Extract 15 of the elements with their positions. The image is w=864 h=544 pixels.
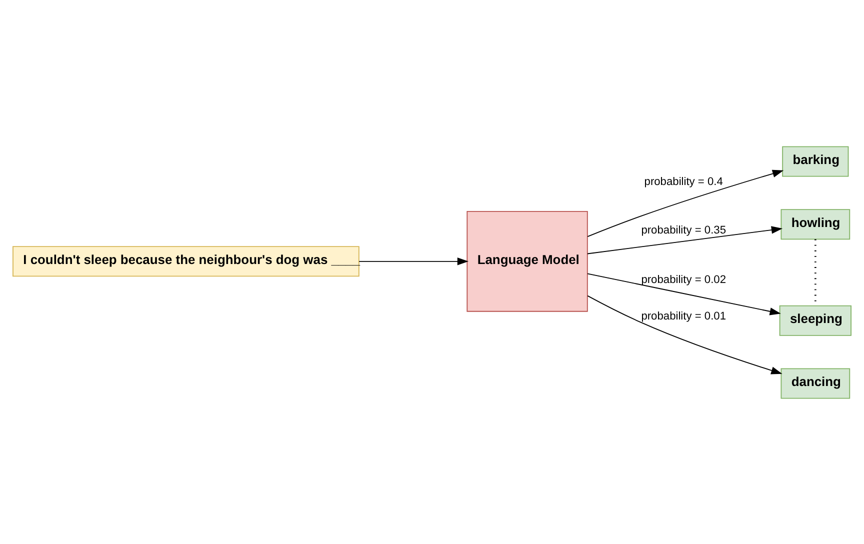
node-box: Language Model: [466, 210, 588, 312]
node-box: I couldn't sleep because the neighbour's dog was ____: [12, 246, 360, 276]
node-box: barking: [782, 146, 849, 176]
node-box: dancing: [780, 368, 850, 398]
node-box: sleeping: [779, 304, 852, 336]
edge-label: probability = 0.35: [641, 224, 726, 236]
edge-label: probability = 0.4: [644, 176, 723, 188]
arrow: [587, 226, 783, 254]
arrow: [358, 257, 468, 265]
edge-label: probability = 0.02: [641, 274, 726, 286]
node-box: howling: [780, 208, 850, 240]
arrow: [587, 294, 782, 374]
edge-label: probability = 0.01: [641, 310, 726, 322]
arrow: [587, 169, 784, 236]
arrow: [587, 272, 781, 315]
